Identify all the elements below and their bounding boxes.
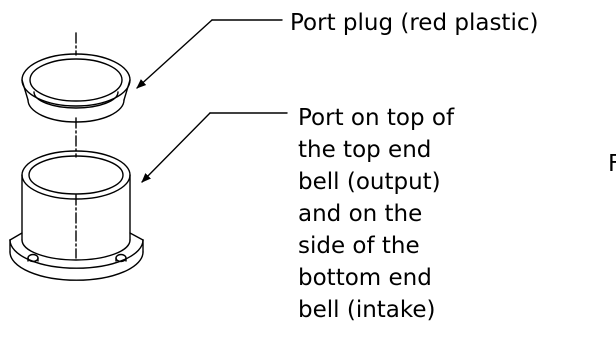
cut-off-label: F [608,151,616,177]
port-description-label: Port on top of the top end bell (output)… [298,102,454,326]
port-leader-line [141,112,288,183]
port-description-line: bottom end [298,265,432,291]
port-description-line: the top end [298,137,432,163]
port-description-line: bell (intake) [298,297,436,323]
plug-leader-line [136,19,283,89]
port-plug-ring [21,53,131,123]
port-description-line: and on the [298,201,423,227]
port-description-line: side of the [298,233,420,259]
port-fitting [9,150,144,281]
port-plug-label: Port plug (red plastic) [290,10,539,36]
port-description-line: bell (output) [298,169,441,195]
port-description-line: Port on top of [298,105,455,131]
